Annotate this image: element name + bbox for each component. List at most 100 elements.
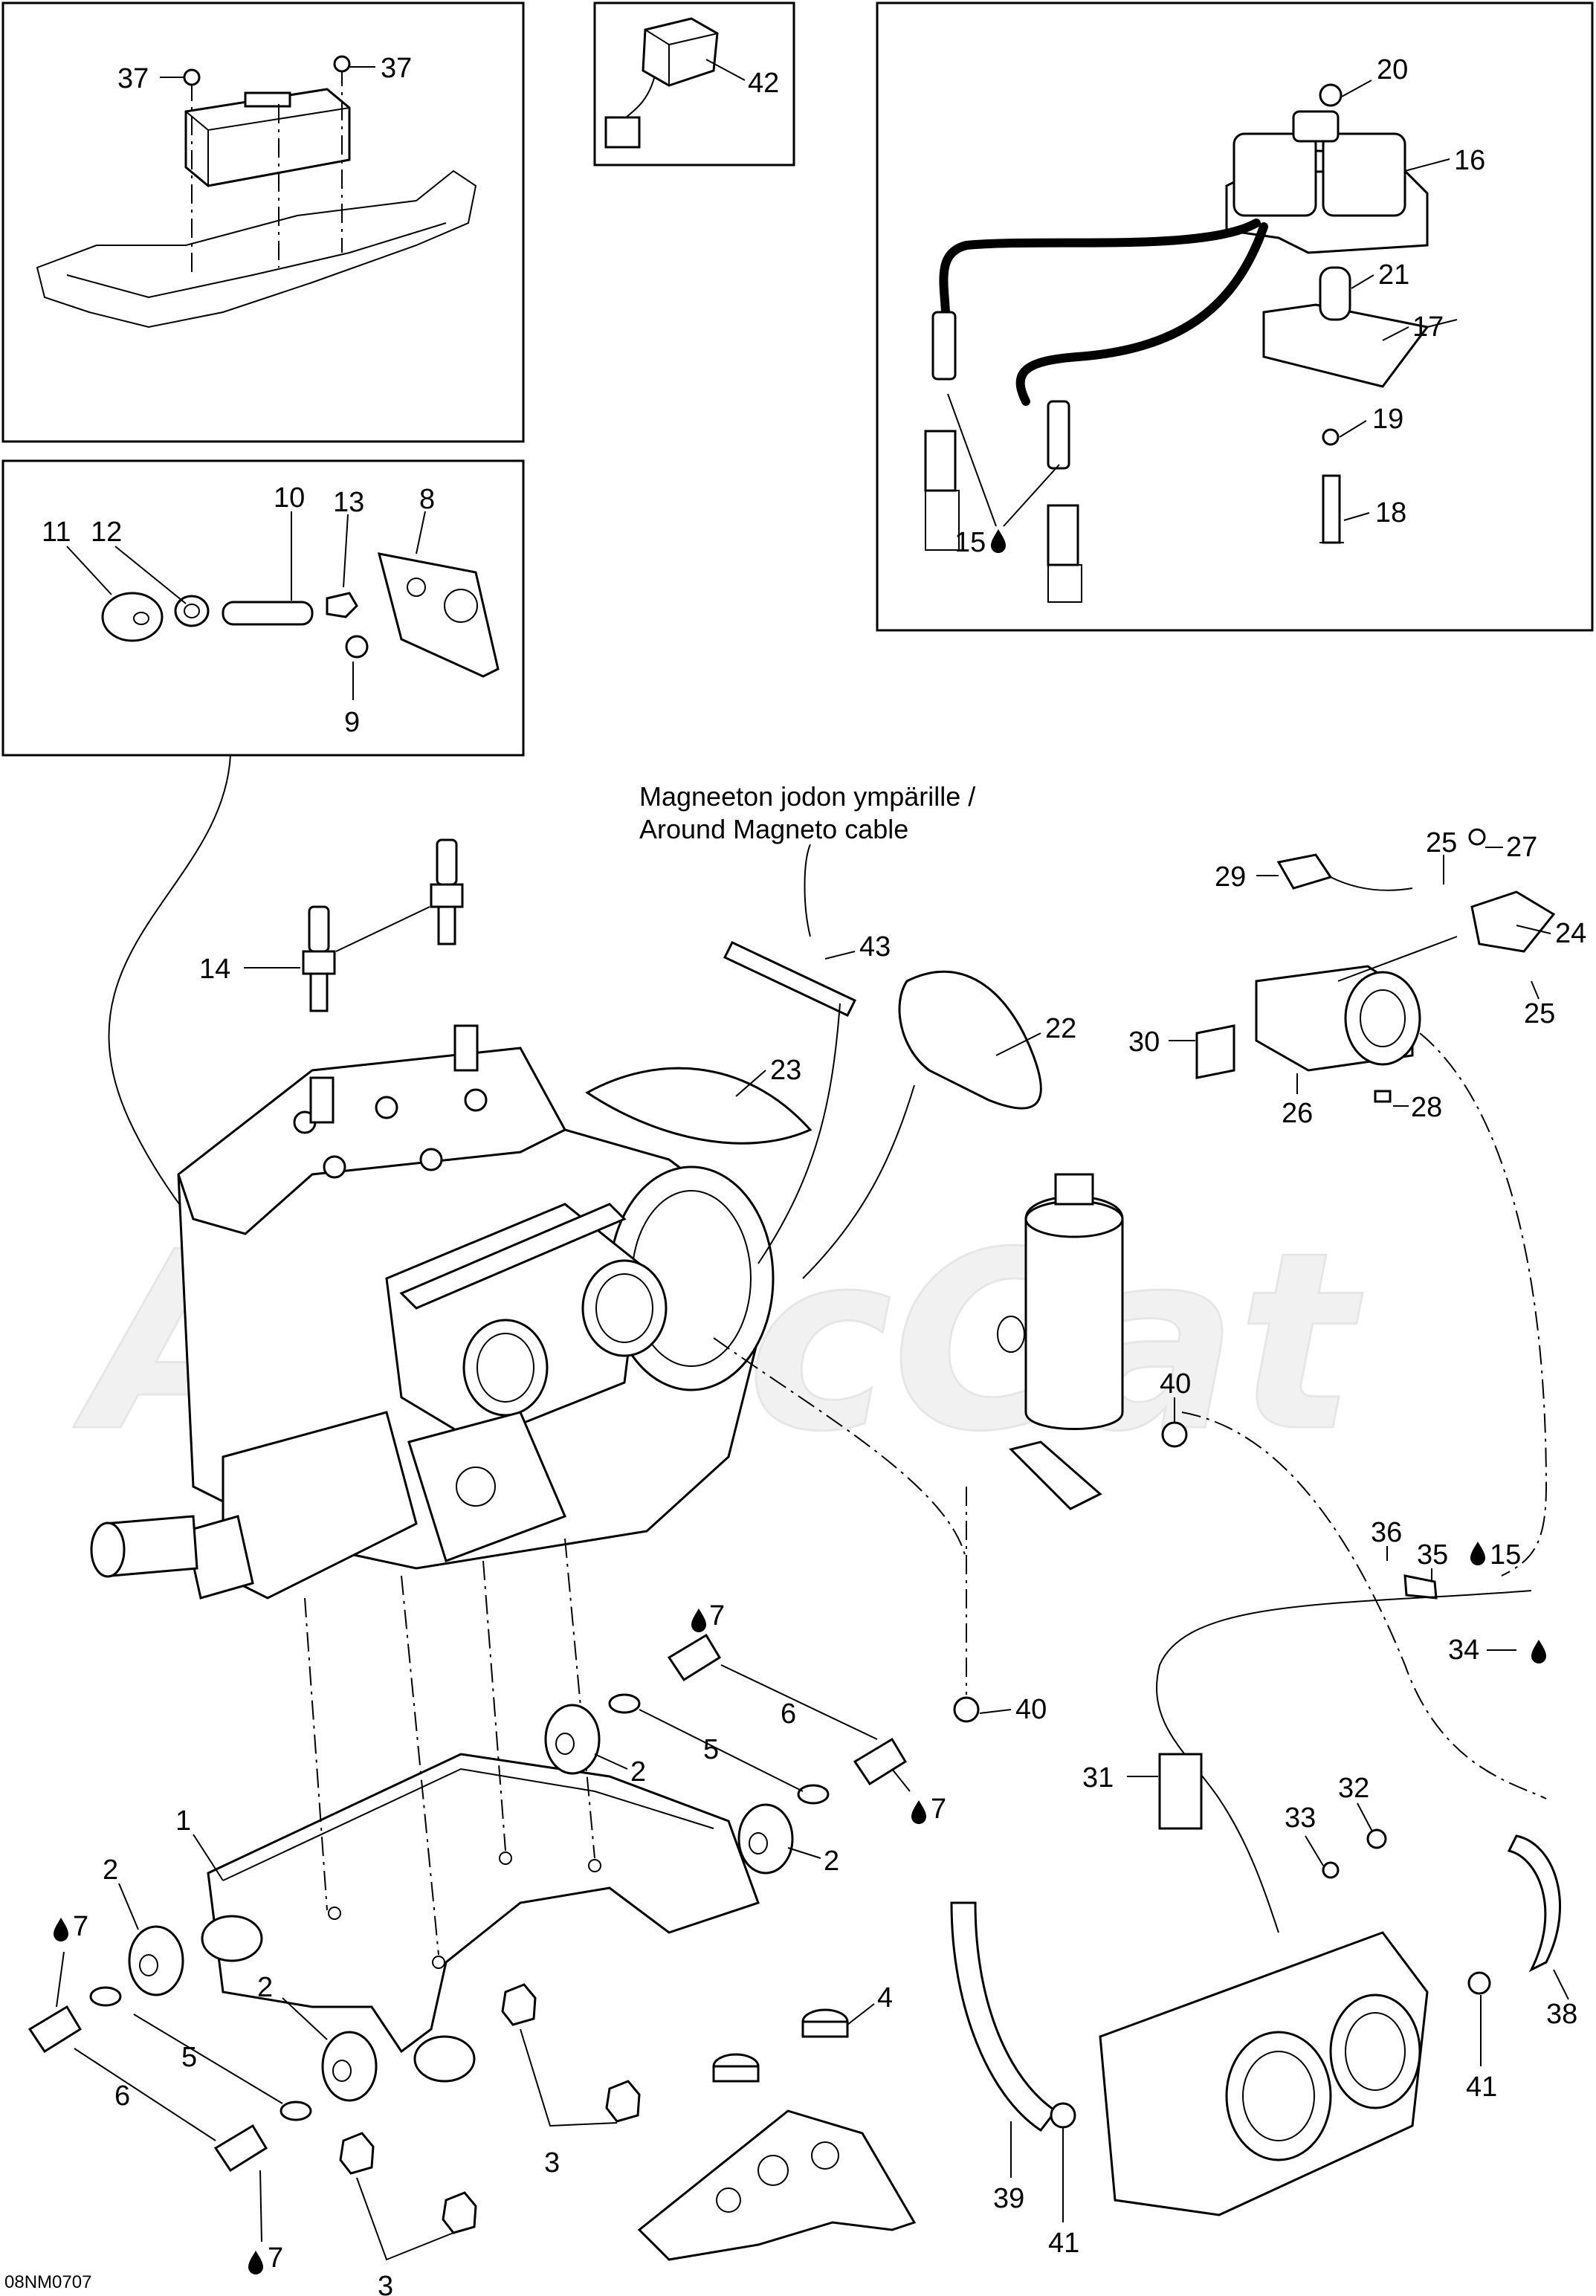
callout-23: 23 <box>735 1055 801 1097</box>
callout-40-top: 40 <box>1160 1368 1191 1426</box>
svg-text:43: 43 <box>859 931 891 963</box>
svg-text:36: 36 <box>1371 1517 1402 1548</box>
svg-text:3: 3 <box>378 2271 393 2296</box>
callout-27: 27 <box>1485 832 1537 863</box>
routing-dash-middle <box>1181 1411 1547 1799</box>
svg-text:37: 37 <box>117 63 149 94</box>
callout-15-pump: 15 <box>1470 1539 1521 1571</box>
cable-note-line1: Magneeton jodon ympärille / <box>639 781 975 812</box>
callout-36: 36 <box>1371 1517 1402 1561</box>
svg-text:25: 25 <box>1426 827 1457 858</box>
svg-text:26: 26 <box>1282 1098 1313 1129</box>
routing-dash-engine <box>713 1337 967 1562</box>
callout-7-lower-bottom: 7 <box>248 2170 283 2274</box>
svg-text:7: 7 <box>709 1600 725 1632</box>
leader-6-lower <box>74 2048 216 2141</box>
hose-39-drawing <box>950 1901 1058 2132</box>
clamp-40-top <box>1161 1421 1188 1448</box>
rubber-mount-upper-1 <box>544 1704 601 1775</box>
callout-19: 19 <box>1339 404 1403 438</box>
callout-10: 10 <box>274 482 305 601</box>
svg-text:4: 4 <box>877 1982 893 2014</box>
svg-text:2: 2 <box>630 1756 646 1788</box>
svg-text:7: 7 <box>73 1911 88 1942</box>
callout-2-d: 2 <box>257 1972 328 2040</box>
svg-text:19: 19 <box>1372 404 1403 435</box>
svg-text:15: 15 <box>1490 1539 1521 1571</box>
clip-33-drawing <box>1322 1861 1340 1879</box>
oil-drop-icon <box>248 2251 263 2274</box>
nut-3-a <box>501 1983 537 2026</box>
svg-text:31: 31 <box>1082 1762 1114 1794</box>
svg-text:41: 41 <box>1048 2228 1079 2259</box>
callout-16: 16 <box>1404 145 1485 176</box>
leader-3-upper <box>520 2028 618 2127</box>
svg-text:39: 39 <box>993 2183 1024 2214</box>
svg-text:11: 11 <box>42 517 71 548</box>
svg-text:28: 28 <box>1411 1092 1442 1123</box>
drawing-code: 08NM0707 <box>4 2272 91 2292</box>
oil-drop-icon <box>54 1918 68 1941</box>
svg-text:2: 2 <box>103 1854 118 1886</box>
svg-text:29: 29 <box>1215 861 1246 893</box>
callout-5-upper: 5 <box>703 1734 719 1765</box>
callout-17: 17 <box>1382 311 1444 343</box>
svg-text:7: 7 <box>268 2242 283 2274</box>
svg-text:17: 17 <box>1412 311 1444 343</box>
callout-25-bottom: 25 <box>1524 980 1555 1029</box>
callout-35: 35 <box>1417 1539 1448 1583</box>
callout-38: 38 <box>1546 1969 1577 2030</box>
cable-note-line2: Around Magneto cable <box>639 814 908 844</box>
engine-mount-frame-drawing <box>201 1753 760 2083</box>
routing-dash-right <box>1419 1032 1548 1577</box>
callout-28: 28 <box>1393 1092 1442 1123</box>
callout-41-left: 41 <box>1048 2127 1079 2259</box>
bolt-6-upper-2 <box>853 1737 908 1786</box>
leader-5-lower <box>133 2014 283 2104</box>
relay-drawing <box>604 17 719 149</box>
svg-text:24: 24 <box>1555 918 1586 949</box>
nut-3-c <box>339 2132 375 2175</box>
svg-text:34: 34 <box>1448 1634 1479 1666</box>
callout-11: 11 <box>42 517 112 595</box>
inset-mount-plate-frame <box>1 459 525 757</box>
carburetor-assembly-drawing <box>1099 1931 1491 2216</box>
svg-text:35: 35 <box>1417 1539 1448 1571</box>
svg-text:18: 18 <box>1375 497 1406 528</box>
magneto-cover-drawing <box>585 1067 812 1145</box>
svg-text:38: 38 <box>1546 1999 1577 2030</box>
callout-15-coil: 15 <box>947 393 1060 558</box>
svg-text:42: 42 <box>748 68 779 99</box>
svg-text:7: 7 <box>931 1794 946 1825</box>
callout-43: 43 <box>824 931 891 963</box>
mount-dash-2 <box>401 1575 439 1956</box>
bolt-6-lower-2 <box>213 2124 268 2173</box>
svg-text:5: 5 <box>181 2042 197 2073</box>
oil-drop-icon <box>691 1608 706 1632</box>
callout-41-right: 41 <box>1466 1995 1497 2103</box>
callout-4: 4 <box>847 1982 893 2025</box>
callout-14: 14 <box>199 954 300 985</box>
callout-3-lower: 3 <box>378 2271 393 2296</box>
callout-22: 22 <box>995 1013 1076 1056</box>
callout-20: 20 <box>1341 54 1408 97</box>
callout-9: 9 <box>344 662 360 738</box>
filter-31-drawing <box>1158 1753 1203 1830</box>
svg-text:23: 23 <box>770 1055 801 1086</box>
callout-8: 8 <box>416 484 435 554</box>
svg-text:3: 3 <box>544 2147 560 2179</box>
svg-text:2: 2 <box>257 1972 273 2003</box>
svg-text:21: 21 <box>1378 259 1409 291</box>
svg-text:6: 6 <box>781 1698 796 1730</box>
washer-5-lower-2 <box>280 2101 312 2121</box>
inset-ignition-coil-frame <box>876 1 1594 632</box>
callout-2-a: 2 <box>594 1753 646 1788</box>
ecu-chassis-drawing <box>36 55 477 329</box>
clamp-40-mid <box>953 1696 980 1723</box>
leader-5-upper <box>639 1709 804 1792</box>
rubber-mount-lower-2 <box>321 2031 378 2102</box>
svg-text:22: 22 <box>1045 1013 1076 1044</box>
oil-drop-icon <box>991 529 1006 553</box>
leader-6-upper <box>720 1664 878 1740</box>
